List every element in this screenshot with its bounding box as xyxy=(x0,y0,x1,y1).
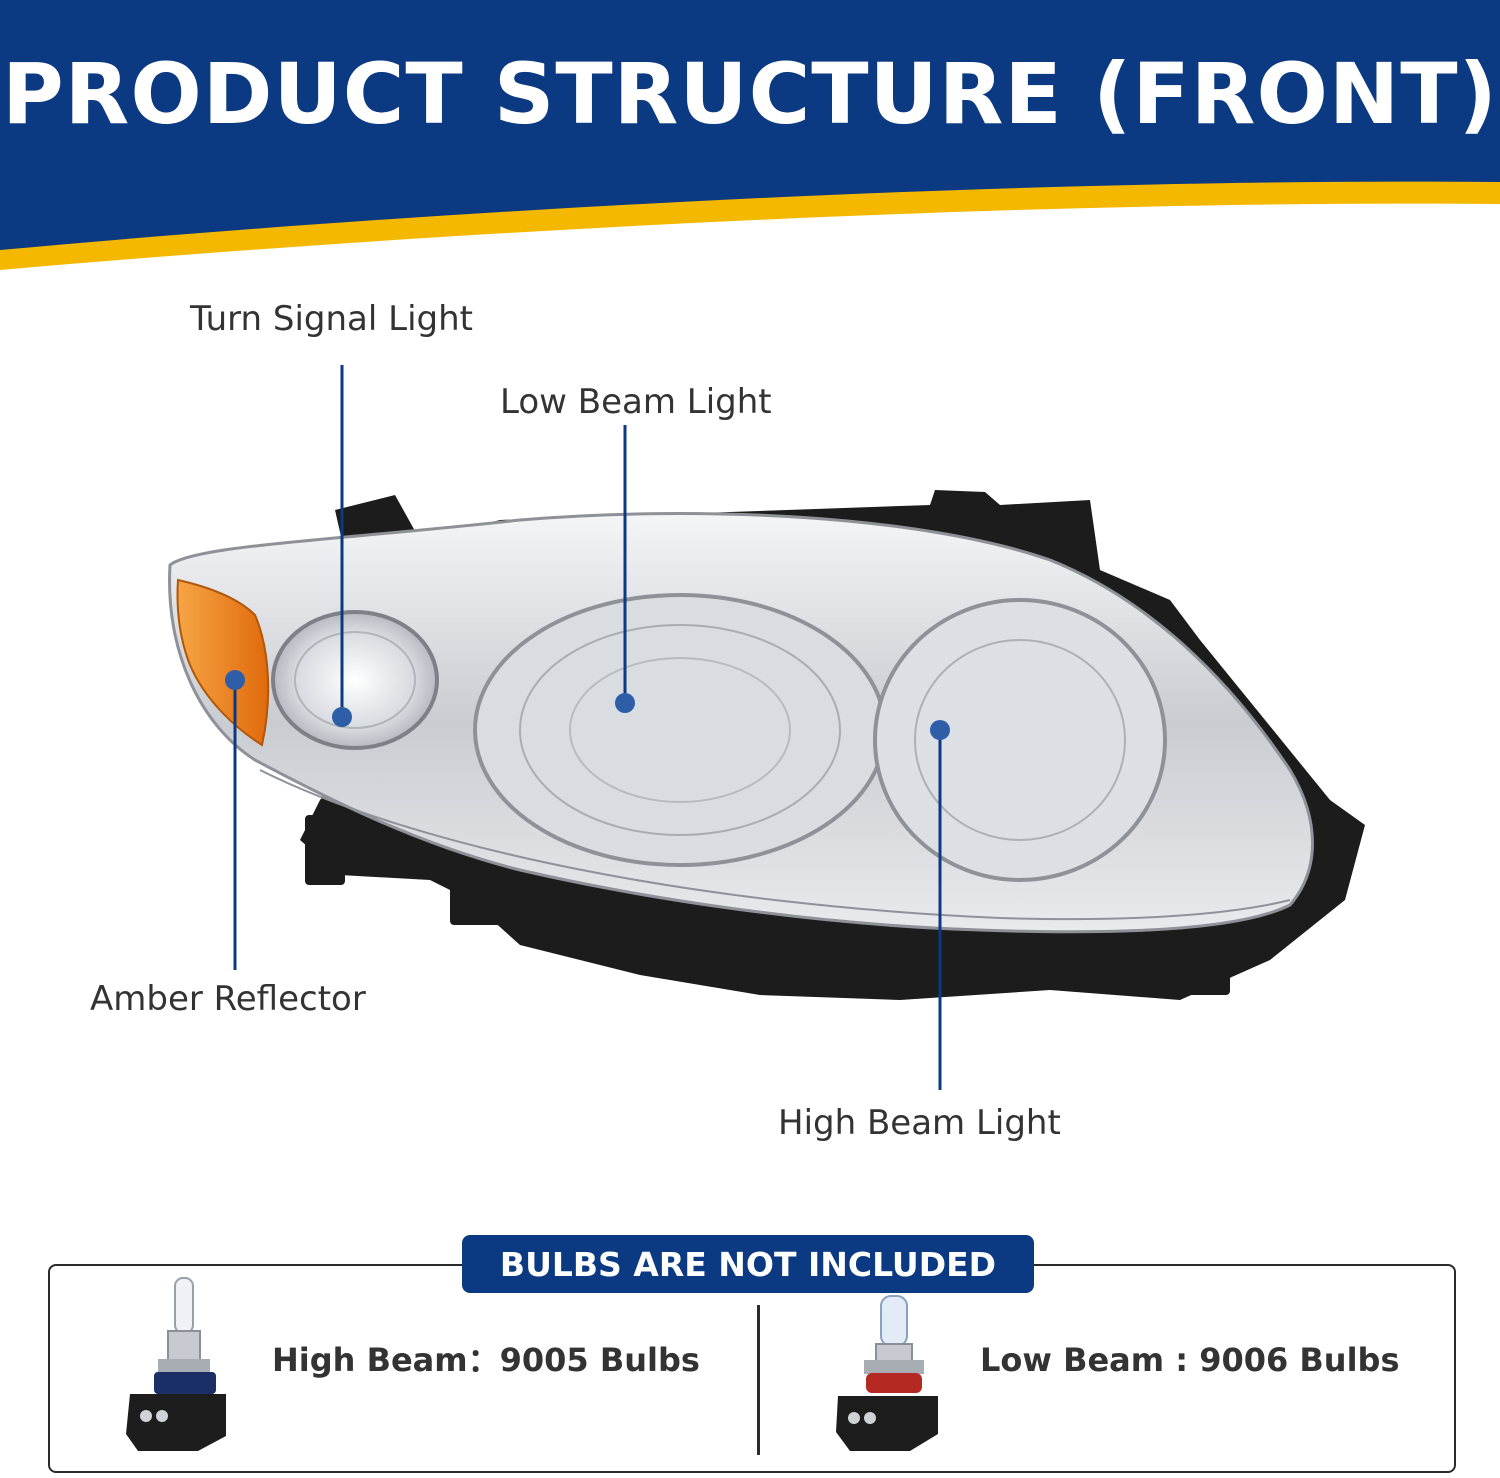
high-beam-bulb-separator: ： xyxy=(467,1341,500,1379)
callout-lines xyxy=(233,365,942,1090)
page-title: PRODUCT STRUCTURE (FRONT) xyxy=(2,45,1498,143)
low-beam-bulb-label: Low Beam xyxy=(980,1341,1165,1379)
low-beam-bulb-separator: : xyxy=(1164,1341,1200,1379)
header-navy-band xyxy=(0,0,1500,250)
amber-reflector-dot xyxy=(225,670,245,690)
low-beam-dot xyxy=(615,693,635,713)
bulbs-notice-badge: BULBS ARE NOT INCLUDED xyxy=(462,1235,1034,1293)
high-beam-bulb-spec: High Beam：9005 Bulbs xyxy=(272,1344,700,1376)
high-beam-bulb-label: High Beam xyxy=(272,1341,468,1379)
header-banner xyxy=(0,0,1500,270)
high-beam-label: High Beam Light xyxy=(778,1103,1061,1143)
low-beam-bulb-icon xyxy=(836,1295,938,1451)
turn-signal-dot xyxy=(332,707,352,727)
low-beam-reflector xyxy=(473,593,887,867)
high-beam-bulb-icon xyxy=(126,1277,226,1451)
low-beam-bulb-spec: Low Beam : 9006 Bulbs xyxy=(980,1344,1399,1376)
amber-reflector-label: Amber Reflector xyxy=(90,979,366,1019)
high-beam-bulb-value: 9005 Bulbs xyxy=(499,1341,700,1379)
turn-signal-label: Turn Signal Light xyxy=(190,299,473,339)
headlight-image xyxy=(168,365,1365,1090)
low-beam-label: Low Beam Light xyxy=(500,382,772,422)
amber-reflector-shape xyxy=(176,578,270,747)
bulb-panel-divider xyxy=(757,1305,760,1455)
callout-dots xyxy=(225,670,950,740)
low-beam-bulb-value: 9006 Bulbs xyxy=(1199,1341,1400,1379)
high-beam-reflector xyxy=(873,598,1167,882)
high-beam-dot xyxy=(930,720,950,740)
